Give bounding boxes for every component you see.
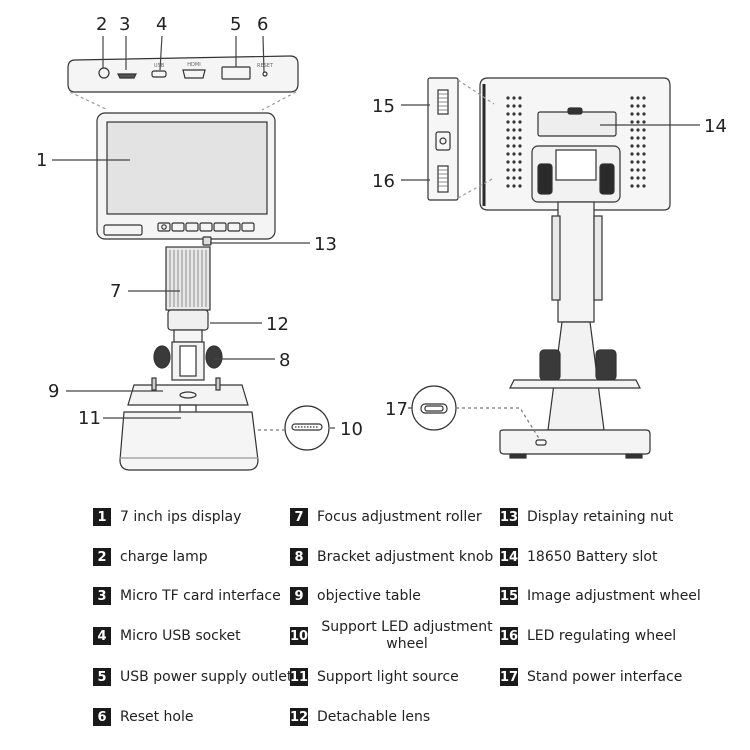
- usb-port-text: USB: [154, 63, 165, 69]
- legend-item-6: 6 Reset hole: [93, 700, 194, 734]
- legend-item-10: 10 Support LED adjustment wheel: [290, 619, 497, 653]
- legend-item-2: 2 charge lamp: [93, 540, 208, 574]
- objective-table: [127, 377, 249, 406]
- legend-number: 7: [290, 508, 308, 526]
- legend-number: 8: [290, 548, 308, 566]
- display-retaining-nut: [202, 236, 212, 246]
- display-unit: [96, 112, 276, 240]
- legend-number: 11: [289, 668, 309, 686]
- legend-number: 10: [289, 627, 309, 645]
- legend-number: 5: [93, 668, 111, 686]
- callout-4: 4: [156, 14, 167, 35]
- legend-number: 2: [93, 548, 111, 566]
- charge-lamp-port: [98, 67, 110, 79]
- legend-number: 3: [93, 587, 111, 605]
- right-back-view: [479, 77, 671, 211]
- stand-power-port: [535, 439, 547, 446]
- legend-number: 1: [93, 508, 111, 526]
- legend-number: 15: [499, 587, 519, 605]
- legend-label: USB power supply outlet: [120, 668, 293, 685]
- legend-label: Micro TF card interface: [120, 587, 281, 604]
- callout-11: 11: [78, 408, 101, 429]
- tf-card-port: [117, 73, 137, 79]
- legend-number: 4: [93, 627, 111, 645]
- callout-16: 16: [372, 171, 395, 192]
- callout-10: 10: [340, 419, 363, 440]
- legend-item-13: 13 Display retaining nut: [500, 500, 673, 534]
- legend-label: Bracket adjustment knob: [317, 548, 494, 565]
- legend-item-12: 12 Detachable lens: [290, 700, 430, 734]
- legend-item-17: 17 Stand power interface: [500, 660, 682, 694]
- legend-item-3: 3 Micro TF card interface: [93, 579, 281, 613]
- hdmi-port-text: HDMI: [187, 62, 200, 68]
- left-base: [119, 411, 259, 471]
- legend-label: 18650 Battery slot: [527, 548, 658, 565]
- legend-item-11: 11 Support light source: [290, 660, 459, 694]
- legend-label: Image adjustment wheel: [527, 587, 701, 604]
- legend-label: Reset hole: [120, 708, 194, 725]
- callout-1: 1: [36, 150, 47, 171]
- legend-label: Detachable lens: [317, 708, 431, 725]
- micro-usb-port: [151, 70, 167, 78]
- callout-13: 13: [314, 234, 337, 255]
- callout-2: 2: [96, 14, 107, 35]
- legend-label: Focus adjustment roller: [317, 508, 482, 525]
- legend-item-7: 7 Focus adjustment roller: [290, 500, 482, 534]
- legend-item-1: 1 7 inch ips display: [93, 500, 241, 534]
- callout-8: 8: [279, 350, 290, 371]
- focus-roller: [165, 246, 211, 311]
- legend-item-14: 14 18650 Battery slot: [500, 540, 658, 574]
- legend-number: 17: [499, 668, 519, 686]
- legend-number: 14: [499, 548, 519, 566]
- parts-legend: 1 7 inch ips display 2 charge lamp 3 Mic…: [0, 500, 750, 750]
- reset-port-text: RESET: [257, 63, 274, 69]
- display-buttons: [157, 222, 255, 232]
- legend-item-9: 9 objective table: [290, 579, 421, 613]
- microscope-diagram: USB HDMI RESET: [36, 14, 727, 471]
- right-stand: [499, 201, 651, 459]
- callout-15: 15: [372, 96, 395, 117]
- legend-label: Micro USB socket: [120, 627, 241, 644]
- callout-5: 5: [230, 14, 241, 35]
- callout-14: 14: [704, 116, 727, 137]
- callout-12: 12: [266, 314, 289, 335]
- legend-number: 12: [289, 708, 309, 726]
- callout-17: 17: [385, 399, 408, 420]
- legend-label: charge lamp: [120, 548, 208, 565]
- legend-number: 13: [499, 508, 519, 526]
- callout-7: 7: [110, 281, 121, 302]
- display-screen: [106, 121, 268, 215]
- legend-number: 9: [290, 587, 308, 605]
- battery-slot: [537, 111, 617, 137]
- side-wheel-inset: [427, 77, 459, 201]
- reset-hole-port: [262, 71, 268, 77]
- legend-label: Support light source: [317, 668, 459, 685]
- legend-label: Display retaining nut: [527, 508, 674, 525]
- legend-item-8: 8 Bracket adjustment knob: [290, 540, 493, 574]
- detachable-lens: [167, 309, 209, 331]
- hdmi-port: [182, 69, 206, 79]
- legend-number: 6: [93, 708, 111, 726]
- legend-item-16: 16 LED regulating wheel: [500, 619, 676, 653]
- legend-label: 7 inch ips display: [120, 508, 242, 525]
- callout-9: 9: [48, 381, 59, 402]
- led-regulating-wheel: [437, 165, 449, 193]
- callout-3: 3: [119, 14, 130, 35]
- legend-label: LED regulating wheel: [527, 627, 677, 644]
- legend-label: objective table: [317, 587, 421, 604]
- legend-item-4: 4 Micro USB socket: [93, 619, 241, 653]
- legend-label: Stand power interface: [527, 668, 683, 685]
- legend-number: 16: [499, 627, 519, 645]
- legend-item-15: 15 Image adjustment wheel: [500, 579, 701, 613]
- bracket-knob: [153, 345, 223, 369]
- callout-6: 6: [257, 14, 268, 35]
- legend-item-5: 5 USB power supply outlet: [93, 660, 292, 694]
- power-port-inset: [411, 385, 457, 431]
- legend-label: Support LED adjustment wheel: [321, 619, 493, 652]
